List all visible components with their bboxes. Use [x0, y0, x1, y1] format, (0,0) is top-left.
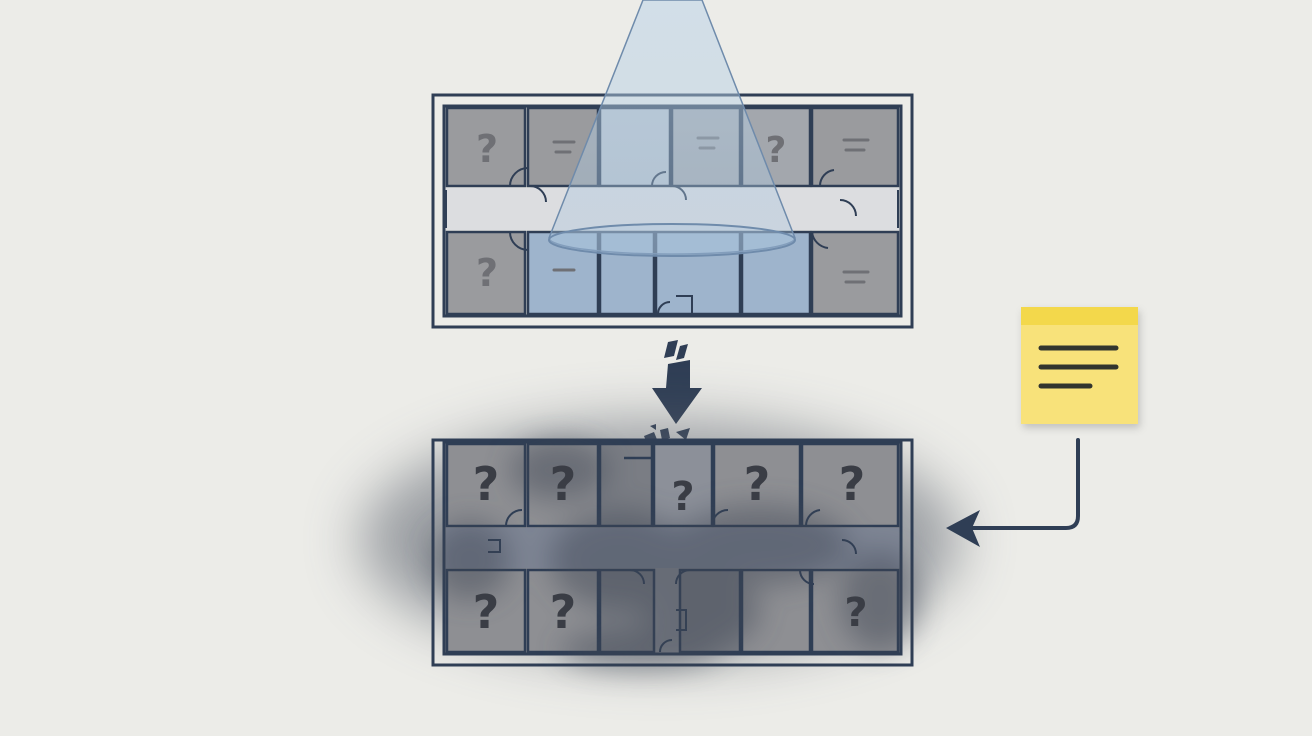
elbow-left-arrow-icon	[946, 438, 1080, 547]
floorplan-bottom: ? ? ? ? ? ? ? ?	[360, 420, 960, 670]
room-bottom-6-glyph: ?	[839, 457, 866, 511]
room-bottom-7-glyph: ?	[473, 585, 500, 639]
sticky-note-icon	[1021, 307, 1138, 424]
room-top-7	[445, 230, 527, 316]
room-bottom-8-glyph: ?	[550, 585, 577, 639]
sticky-note-top-band	[1021, 307, 1138, 325]
room-top-5-glyph: ?	[766, 130, 787, 171]
room-bottom-4-glyph: ?	[671, 474, 694, 520]
dash-lines-icon	[552, 140, 576, 154]
fog-overlay	[430, 440, 920, 670]
room-bottom-5-glyph: ?	[744, 457, 771, 511]
dash-lines-icon	[842, 138, 870, 152]
top-corridor-ends	[445, 190, 899, 228]
room-bottom-6	[800, 442, 900, 528]
room-bottom-2-glyph: ?	[550, 457, 577, 511]
known-room-glyphs	[552, 136, 870, 284]
dash-lines-icon	[842, 270, 870, 284]
bottom-question-marks: ? ? ? ? ? ? ? ?	[473, 457, 868, 639]
room-top-1-glyph: ?	[476, 127, 498, 171]
room-top-7-glyph: ?	[476, 251, 498, 295]
room-top-12	[810, 230, 900, 316]
visibility-beam	[548, 0, 796, 257]
room-bottom-1-glyph: ?	[473, 457, 500, 511]
sticky-note-lines	[1038, 345, 1119, 389]
room-top-1	[445, 106, 527, 188]
room-bottom-12-glyph: ?	[844, 590, 867, 636]
beam-footprint	[548, 223, 796, 257]
beam-cone	[548, 0, 796, 255]
